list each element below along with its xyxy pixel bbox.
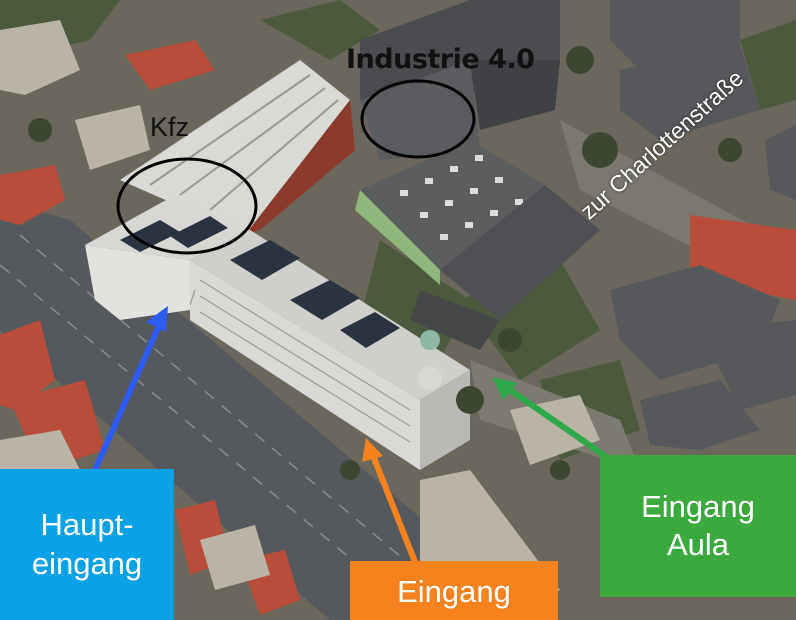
industrie-highlight-ring (360, 79, 476, 159)
aula-entrance-line1: Eingang (641, 488, 755, 524)
aula-entrance-arrow (492, 377, 610, 461)
entrance-callout: Eingang (350, 561, 558, 620)
trees (28, 46, 742, 480)
kfz-highlight-ring (116, 157, 258, 255)
main-entrance-callout: Haupt- eingang (0, 469, 174, 620)
road-markings (0, 234, 441, 601)
main-building (85, 195, 470, 470)
aula-entrance-callout: Eingang Aula (600, 455, 796, 597)
main-entrance-arrow (92, 306, 168, 472)
aula-building (355, 140, 600, 350)
aula-entrance-line2: Aula (666, 527, 730, 562)
kfz-hall (120, 60, 355, 235)
industrie-buildings (360, 0, 560, 160)
entrance-line1: Eingang (397, 574, 511, 609)
main-entrance-line1: Haupt- (40, 507, 134, 543)
entrance-arrow (362, 438, 418, 564)
solar-panels (120, 216, 400, 348)
industrie-label: Industrie 4.0 (346, 44, 535, 75)
campus-buildings-right (610, 0, 796, 450)
main-entrance-line2: eingang (31, 545, 143, 581)
kfz-label: Kfz (150, 112, 190, 142)
